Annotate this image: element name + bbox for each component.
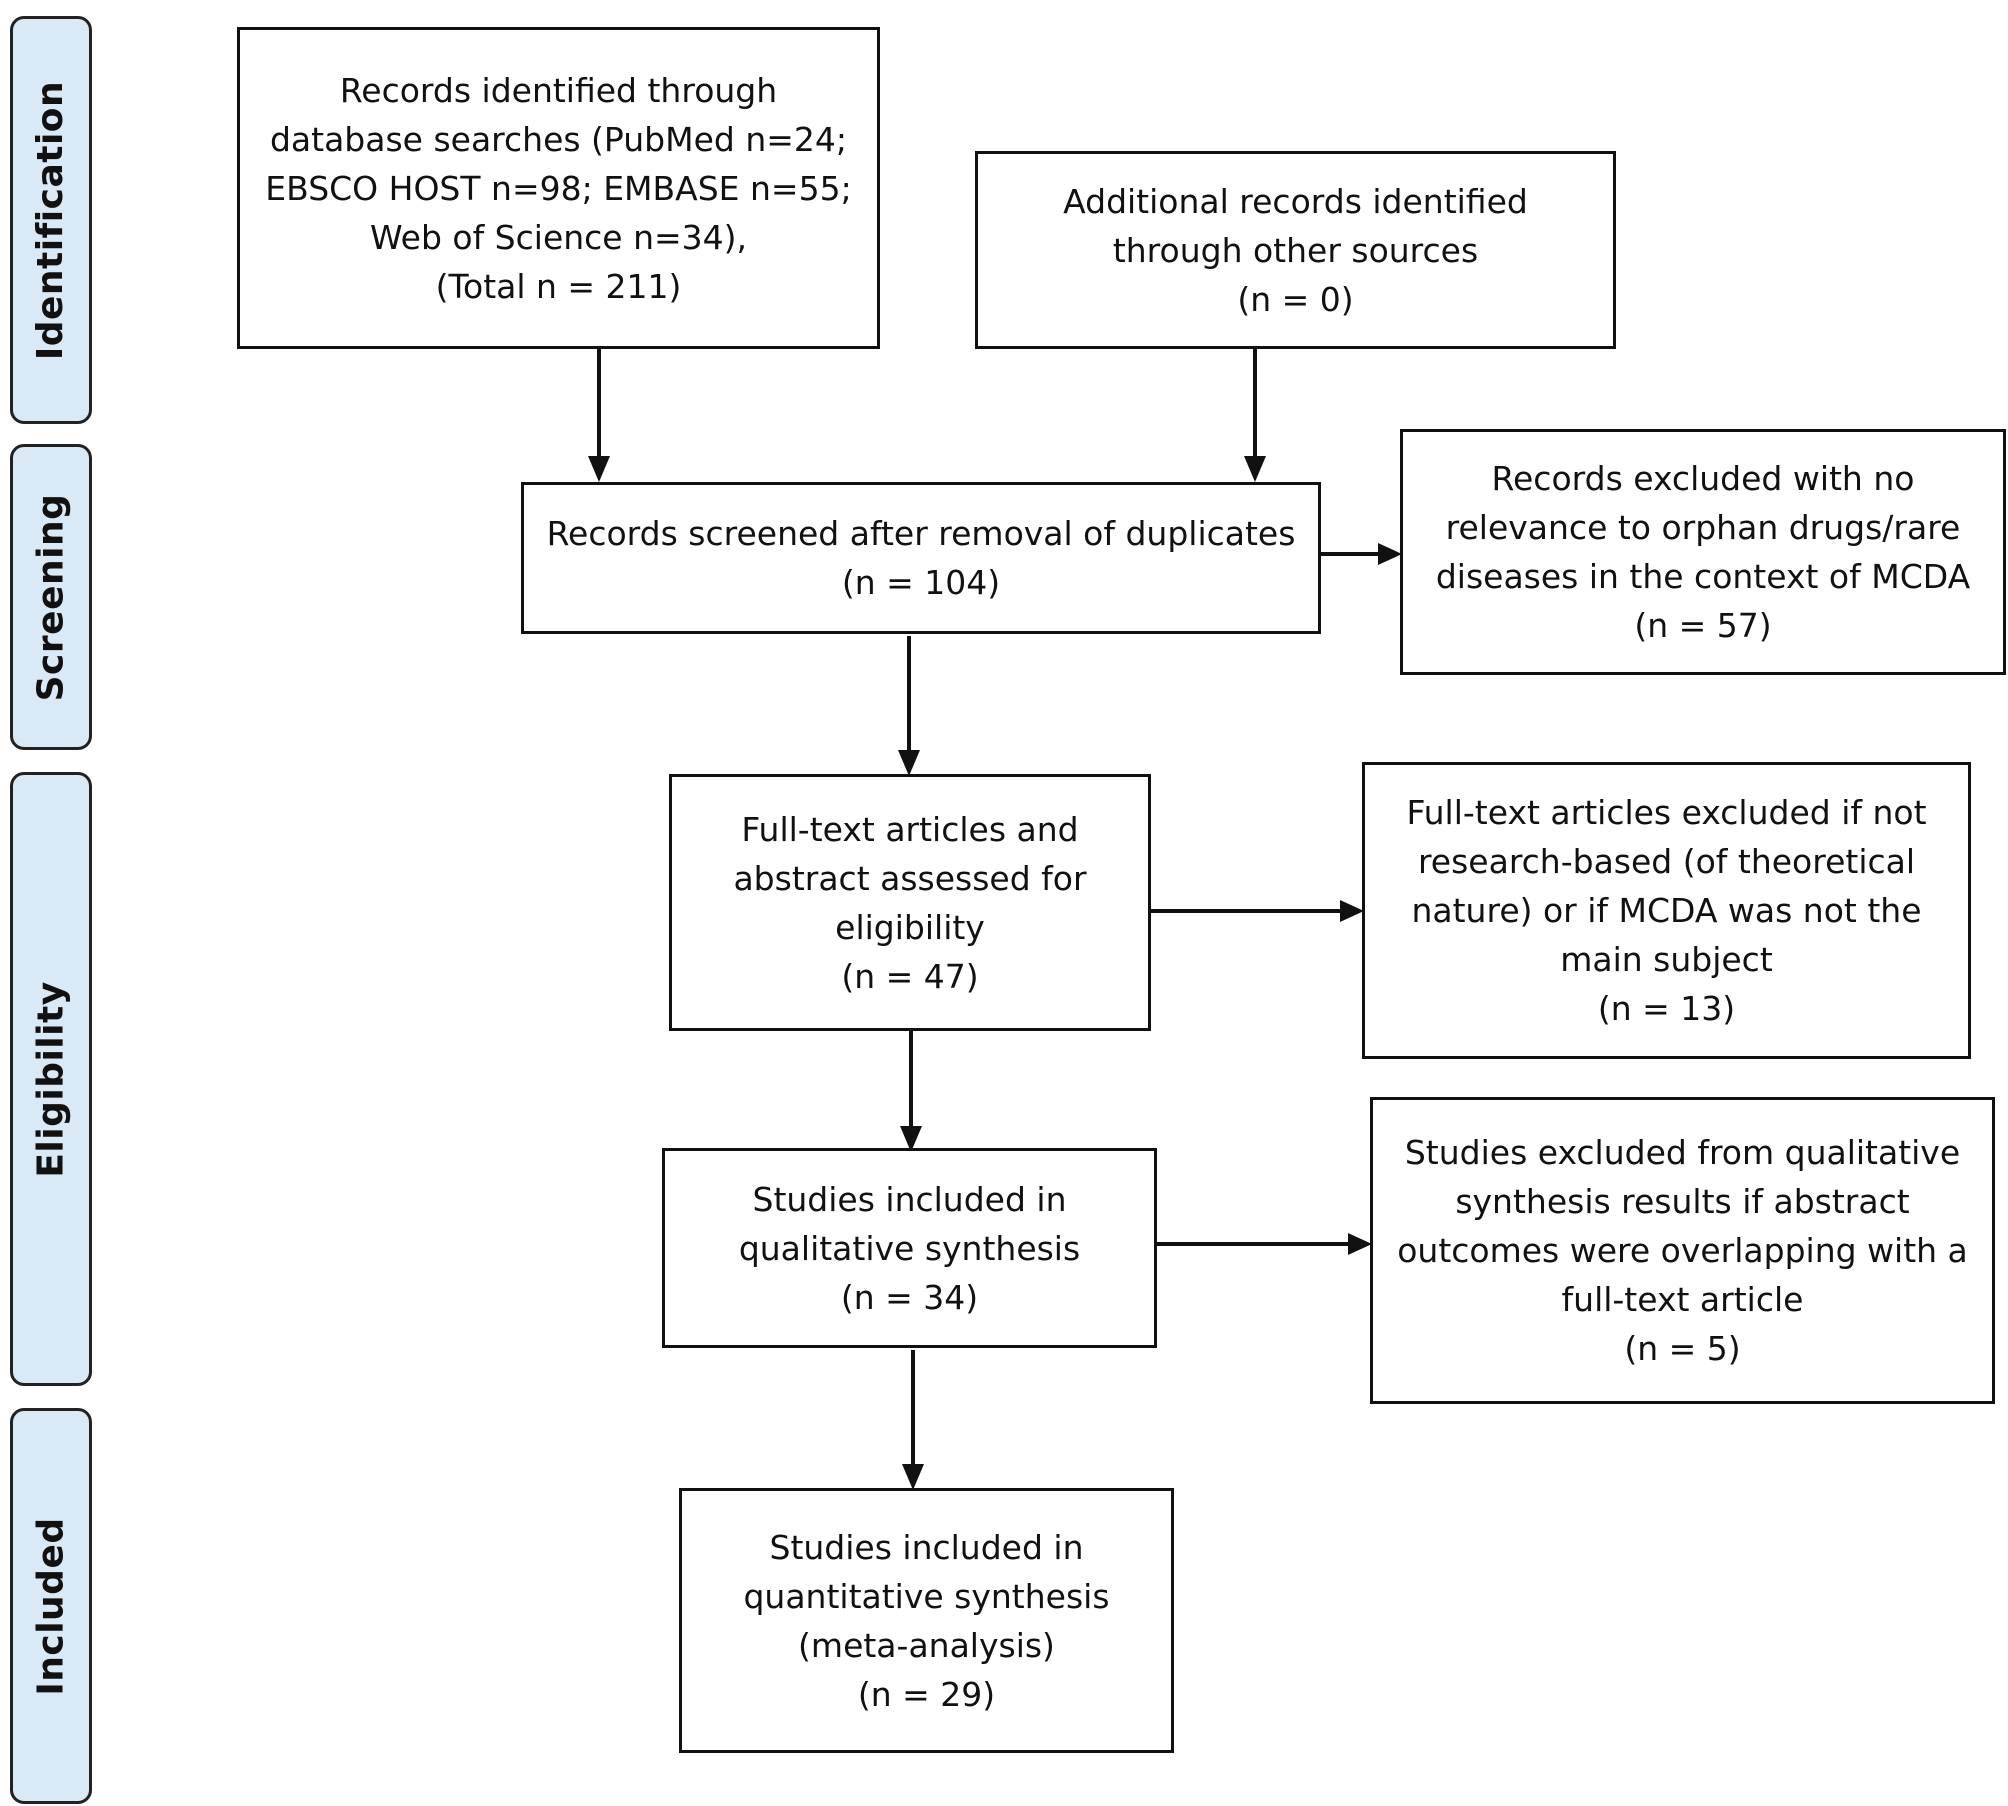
qualitative-synthesis-box: Studies included in qualitative synthesi… [662,1148,1157,1348]
qualitative-excluded-line: Studies excluded from qualitative [1404,1133,1961,1172]
qualitative-excluded-line: outcomes were overlapping with a [1397,1231,1968,1270]
arrowhead-screened-to-fulltext [898,750,920,776]
fulltext-assessed-line: abstract assessed for [733,858,1087,898]
qualitative-synthesis-line: Studies included in [752,1179,1067,1219]
records-excluded-relevance-box: Records excluded with no relevance to or… [1400,429,2006,675]
phase-identification-label: Identification [30,80,72,360]
phase-eligibility: Eligibility [10,772,92,1386]
qualitative-synthesis-line: qualitative synthesis [738,1228,1081,1268]
records-screened-box: Records screened after removal of duplic… [521,482,1321,634]
qualitative-excluded-line: synthesis results if abstract [1455,1182,1910,1221]
fulltext-excluded-line: main subject [1560,940,1773,979]
quantitative-synthesis-line: quantitative synthesis [743,1576,1110,1616]
records-identified-line: database searches (PubMed n=24; [269,119,848,159]
quantitative-synthesis-box: Studies included in quantitative synthes… [679,1488,1174,1753]
qualitative-excluded-count: (n = 5) [1624,1329,1741,1368]
quantitative-synthesis-line: Studies included in [769,1527,1084,1567]
qualitative-synthesis-count: (n = 34) [840,1277,979,1317]
additional-records-box: Additional records identified through ot… [975,151,1616,349]
quantitative-synthesis-line: (meta-analysis) [798,1625,1055,1665]
records-excluded-relevance-count: (n = 57) [1634,606,1772,645]
arrowhead-screened-to-excluded [1378,543,1402,565]
records-excluded-relevance-line: Records excluded with no [1491,459,1915,498]
phase-included-label: Included [30,1516,72,1696]
fulltext-assessed-box: Full-text articles and abstract assessed… [669,774,1151,1031]
fulltext-excluded-box: Full-text articles excluded if not resea… [1362,762,1971,1059]
records-identified-count: (Total n = 211) [435,266,682,306]
phase-included: Included [10,1408,92,1804]
phase-identification: Identification [10,16,92,424]
records-excluded-relevance-line: diseases in the context of MCDA [1435,557,1971,596]
records-screened-line: Records screened after removal of duplic… [546,514,1296,553]
additional-records-line: through other sources [1112,230,1479,270]
fulltext-excluded-count: (n = 13) [1597,989,1736,1028]
additional-records-line: Additional records identified [1063,181,1528,221]
fulltext-excluded-line: nature) or if MCDA was not the [1411,891,1922,930]
fulltext-excluded-line: research-based (of theoretical [1417,842,1916,881]
arrowhead-database-to-screened [588,456,610,482]
arrowhead-qualitative-to-quantitative [902,1464,924,1490]
fulltext-assessed-line: Full-text articles and [741,809,1079,849]
records-identified-line: Web of Science n=34), [369,217,748,257]
records-identified-box: Records identified through database sear… [237,27,880,349]
records-identified-line: Records identified through [339,70,778,110]
phase-screening: Screening [10,444,92,750]
records-identified-line: EBSCO HOST n=98; EMBASE n=55; [265,168,852,208]
phase-eligibility-label: Eligibility [30,980,72,1178]
arrowhead-qualitative-to-excluded [1348,1233,1372,1255]
records-excluded-relevance-line: relevance to orphan drugs/rare [1445,508,1961,547]
qualitative-excluded-line: full-text article [1561,1280,1804,1319]
records-screened-count: (n = 104) [841,563,1001,602]
quantitative-synthesis-count: (n = 29) [857,1674,996,1714]
arrowhead-additional-to-screened [1244,456,1266,482]
fulltext-excluded-line: Full-text articles excluded if not [1406,793,1927,832]
additional-records-count: (n = 0) [1237,279,1354,319]
fulltext-assessed-count: (n = 47) [841,956,979,996]
fulltext-assessed-line: eligibility [835,907,985,947]
phase-screening-label: Screening [30,493,72,701]
qualitative-excluded-box: Studies excluded from qualitative synthe… [1370,1097,1995,1404]
arrowhead-fulltext-to-excluded [1340,900,1364,922]
